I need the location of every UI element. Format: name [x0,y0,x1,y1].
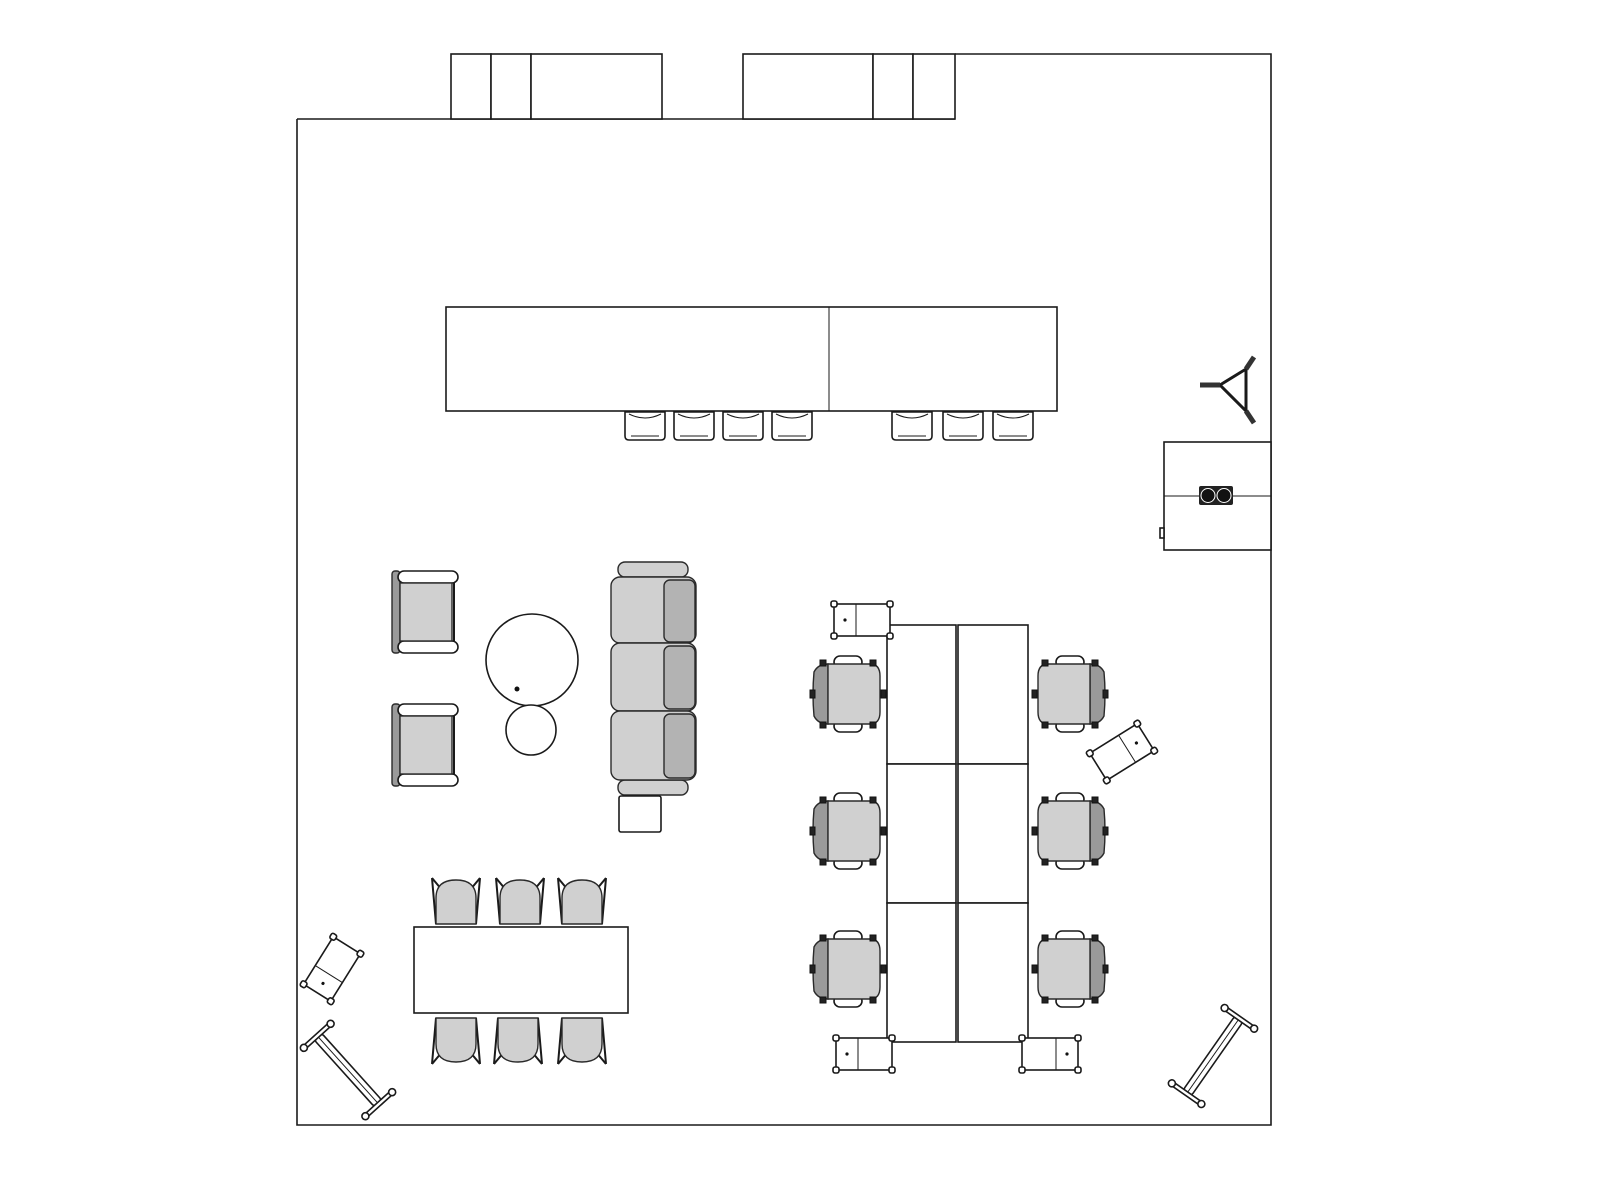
round-side-table [505,704,557,756]
wall-cabinets-left [450,53,663,120]
counter [445,306,1058,412]
armchair [391,703,459,787]
bar-stool [942,411,984,441]
coat-rack [298,1018,398,1122]
armchair [391,570,459,654]
rolling-cart [1084,718,1160,786]
rolling-cart [832,1034,896,1074]
office-chair [809,930,887,1008]
rolling-cart [830,600,894,640]
coat-rack [1166,1002,1260,1110]
bar-stool [771,411,813,441]
ottoman [618,795,662,833]
rolling-cart [1018,1034,1082,1074]
speaker-icon [1200,488,1216,503]
sofa [610,561,697,796]
bar-stool [891,411,933,441]
dining-table [413,926,629,1014]
rolling-cart [298,931,366,1007]
bar-stool [673,411,715,441]
office-chair [1031,792,1109,870]
dining-chair [431,877,481,925]
office-chair [1031,655,1109,733]
speaker-icon [1216,488,1232,503]
bar-stool [722,411,764,441]
office-chair [1031,930,1109,1008]
dining-chair [431,1017,481,1065]
office-chair [809,792,887,870]
bar-stool [624,411,666,441]
office-chair [809,655,887,733]
media-unit [1159,441,1272,551]
dining-chair [495,877,545,925]
round-coffee-table [485,613,579,707]
meeting-tables [886,624,1029,1043]
dining-chair [493,1017,543,1065]
dining-chair [557,1017,607,1065]
tripod-stand [1200,355,1257,425]
bar-stools [624,411,1034,441]
wall-cabinets-right [742,53,956,120]
bar-stool [992,411,1034,441]
dining-chair [557,877,607,925]
